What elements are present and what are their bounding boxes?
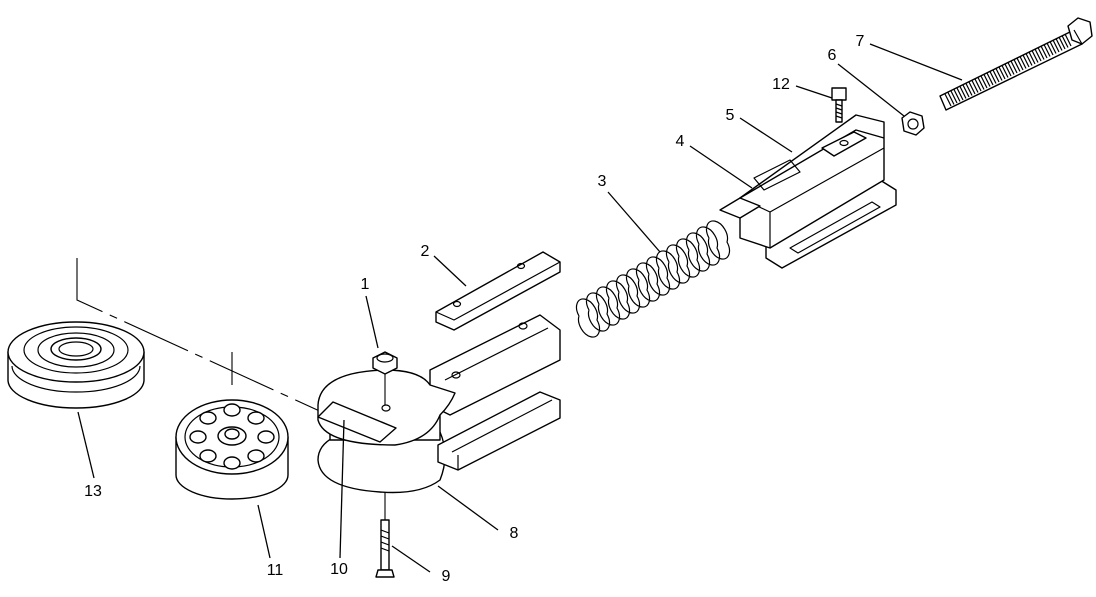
center-lines: [76, 258, 384, 441]
callout-9: 9: [442, 568, 451, 585]
leader-5: [739, 117, 793, 153]
leader-11: [257, 504, 271, 559]
leader-10: [339, 419, 345, 559]
callout-1: 1: [361, 276, 370, 293]
callout-labels: 1 2 3 4 5 6 7 8 9 10 11 12 13: [84, 33, 864, 585]
callout-8: 8: [510, 525, 519, 542]
part-13-v-pulley: [7, 321, 145, 409]
part-7-adjusting-bolt: [939, 17, 1093, 111]
part-12-cap-screw: [831, 87, 847, 123]
callout-10: 10: [330, 561, 348, 578]
pulley-holes: [189, 403, 275, 470]
part-5-tension-bracket: [719, 114, 897, 269]
part-2-channel-slide: [435, 251, 561, 331]
leader-8: [437, 485, 499, 531]
part-3-compression-spring: [575, 220, 731, 338]
callout-3: 3: [598, 173, 607, 190]
part-6-hex-nut: [901, 111, 925, 136]
part-8-idler-arm: [317, 314, 561, 494]
part-11-idler-pulley: [175, 399, 289, 500]
callout-13: 13: [84, 483, 102, 500]
leader-12: [795, 85, 833, 99]
callout-2: 2: [421, 243, 430, 260]
part-9-pivot-bolt: [375, 492, 395, 578]
leader-4: [689, 145, 753, 189]
callout-5: 5: [726, 107, 735, 124]
part-1-lock-nut: [372, 351, 398, 405]
leader-3: [607, 191, 661, 253]
leader-6: [837, 63, 905, 117]
callout-4: 4: [676, 133, 685, 150]
callout-7: 7: [856, 33, 865, 50]
leader-9: [391, 545, 431, 573]
leader-1: [365, 295, 379, 349]
leader-lines: [77, 43, 963, 573]
leader-2: [433, 255, 467, 287]
leader-13: [77, 411, 95, 479]
leader-7: [869, 43, 963, 81]
callout-12: 12: [772, 76, 790, 93]
part-10-wear-pad: [317, 401, 397, 443]
callout-11: 11: [267, 562, 284, 579]
callout-6: 6: [828, 47, 837, 64]
